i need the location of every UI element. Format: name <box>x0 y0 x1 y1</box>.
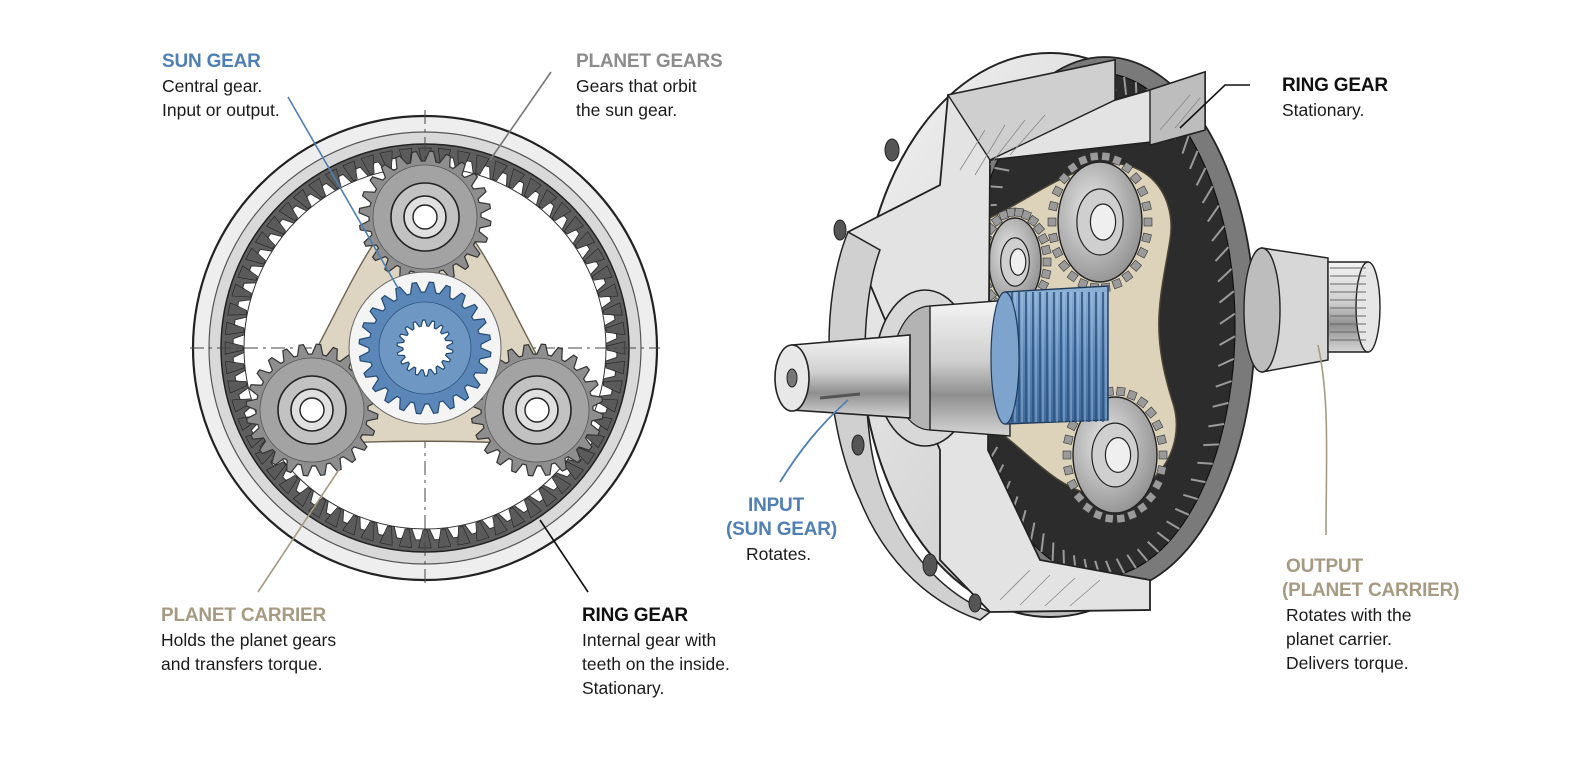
planet-gears-desc-2: the sun gear. <box>576 100 678 120</box>
output-title-1: OUTPUT <box>1286 556 1363 577</box>
ring-gear-left-desc-1: Internal gear with <box>582 630 717 650</box>
sun-gear-title: SUN GEAR <box>162 51 261 72</box>
input-label: INPUT (SUN GEAR) Rotates. <box>726 494 837 566</box>
output-desc-1: Rotates with the <box>1286 605 1412 625</box>
output-desc-2: planet carrier. <box>1286 629 1393 649</box>
bolt-hole-1 <box>884 138 900 162</box>
bolt-hole-2 <box>833 219 847 241</box>
planet-gear-right <box>470 343 604 477</box>
planet-carrier-leader <box>257 467 341 593</box>
planet-gears-leader <box>489 71 552 161</box>
sun-gear-desc-1: Central gear. <box>162 76 263 96</box>
sun-gear-label: SUN GEAR Central gear. Input or output. <box>162 50 280 122</box>
output-leader <box>1317 344 1328 536</box>
output-shaft-splines <box>1330 267 1366 341</box>
planet-carrier-title: PLANET CARRIER <box>161 605 327 626</box>
input-shaft <box>774 334 911 419</box>
output-shaft <box>1243 247 1381 373</box>
ring-gear-right-title: RING GEAR <box>1282 75 1388 96</box>
bolt-hole-4 <box>922 553 938 577</box>
planet-gear-3d-top <box>1047 151 1153 293</box>
ring-gear-left-label: RING GEAR Internal gear with teeth on th… <box>582 604 730 700</box>
ring-gear-left-desc-2: teeth on the inside. <box>582 654 730 674</box>
planet-carrier-desc-2: and transfers torque. <box>161 654 323 674</box>
planet-gear-left <box>245 343 379 477</box>
sun-gear-leader <box>287 96 403 296</box>
planet-gears-desc-1: Gears that orbit <box>576 76 697 96</box>
output-title-2: (PLANET CARRIER) <box>1282 580 1460 601</box>
output-desc-3: Delivers torque. <box>1286 653 1409 673</box>
ring-gear-right-desc-1: Stationary. <box>1282 100 1365 120</box>
input-desc-1: Rotates. <box>746 544 812 564</box>
planet-gears-title: PLANET GEARS <box>576 51 723 72</box>
bolt-hole-5 <box>968 593 982 613</box>
planet-gear-3d-bottom <box>1062 386 1168 524</box>
bolt-hole-3 <box>851 434 865 456</box>
input-title-2: (SUN GEAR) <box>726 519 837 540</box>
ring-gear-left-title: RING GEAR <box>582 605 688 626</box>
sun-gear-3d <box>990 285 1109 425</box>
sun-gear-desc-2: Input or output. <box>162 100 280 120</box>
input-leader <box>779 399 849 483</box>
front-view-planetary-gearset <box>190 110 660 588</box>
input-title-1: INPUT <box>747 495 804 516</box>
planet-gear-top <box>358 150 492 284</box>
ring-gear-left-desc-3: Stationary. <box>582 678 665 698</box>
output-label: OUTPUT (PLANET CARRIER) Rotates with the… <box>1282 555 1459 675</box>
planet-carrier-label: PLANET CARRIER Holds the planet gears an… <box>161 604 336 676</box>
planet-gears-label: PLANET GEARS Gears that orbit the sun ge… <box>576 50 723 122</box>
planet-carrier-desc-1: Holds the planet gears <box>161 630 337 650</box>
ring-gear-leader-left <box>539 519 589 593</box>
cutaway-view-gearbox <box>774 52 1381 621</box>
sun-gear-front <box>348 271 502 425</box>
ring-gear-leader-right <box>1179 84 1250 129</box>
ring-gear-right-label: RING GEAR Stationary. <box>1282 74 1388 122</box>
